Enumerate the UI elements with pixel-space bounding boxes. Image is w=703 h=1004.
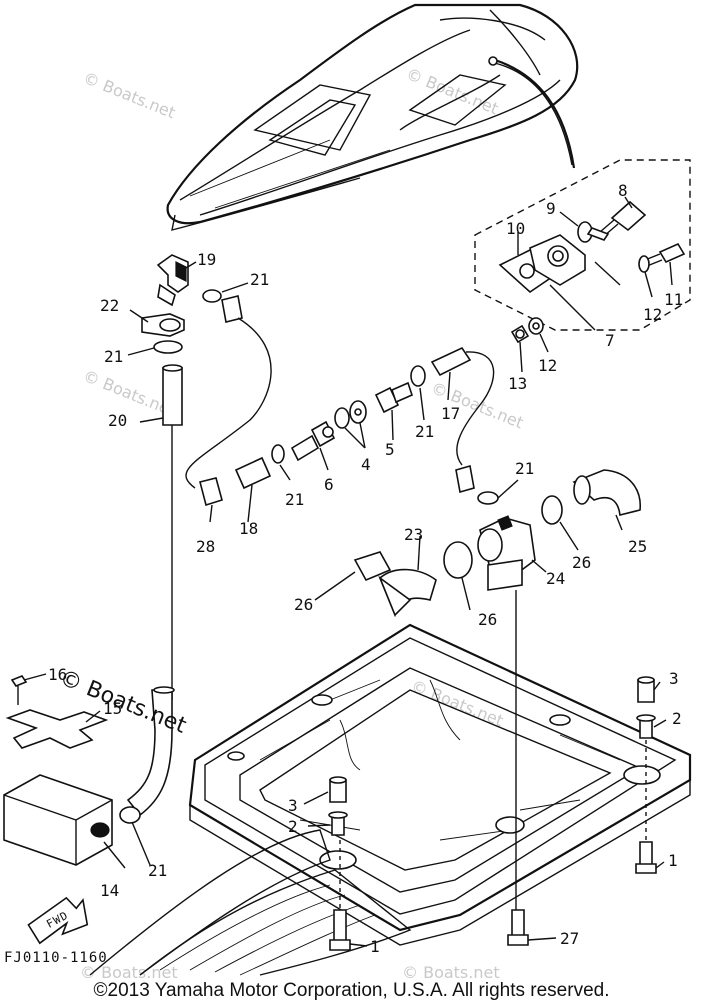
callout-6: 6: [324, 475, 334, 494]
callout-3-left: 3: [288, 796, 298, 815]
callout-26-b: 26: [294, 595, 313, 614]
callout-5: 5: [385, 440, 395, 459]
callout-14: 14: [100, 881, 119, 900]
engine-bed: [188, 623, 692, 946]
callout-18: 18: [239, 519, 258, 538]
watermark-7: © Boats.net: [80, 963, 178, 982]
callout-23: 23: [404, 525, 423, 544]
callout-labels: 8 9 10 11 12 7 12 13 19 21 22 21 20 21 1…: [48, 181, 683, 956]
leader-lines: [23, 196, 673, 947]
bolts: [328, 590, 657, 951]
callout-10: 10: [506, 219, 525, 238]
callout-4: 4: [361, 455, 371, 474]
copyright-footer: ©2013 Yamaha Motor Corporation, U.S.A. A…: [93, 980, 610, 1001]
callout-2-left: 2: [288, 817, 298, 836]
drain-assembly: [474, 159, 691, 344]
callout-13: 13: [508, 374, 527, 393]
watermark-2: © Boats.net: [404, 64, 502, 118]
callout-3-right: 3: [669, 669, 679, 688]
callout-12-lower: 12: [538, 356, 557, 375]
callout-27: 27: [560, 929, 579, 948]
watermark-6: © Boats.net: [402, 963, 500, 982]
callout-21-a: 21: [250, 270, 269, 289]
callout-8: 8: [618, 181, 628, 200]
figure-code: FJ0110-1160: [4, 950, 108, 966]
callout-19: 19: [197, 250, 216, 269]
callout-12-upper: 12: [643, 305, 662, 324]
callout-26-c: 26: [478, 610, 497, 629]
bilge-hose-left: [141, 254, 285, 700]
hull-illustration: [166, 3, 579, 231]
callout-11: 11: [664, 290, 683, 309]
callout-1-right: 1: [668, 851, 678, 870]
callout-2-right: 2: [672, 709, 682, 728]
callout-17: 17: [441, 404, 460, 423]
callout-21-e: 21: [515, 459, 534, 478]
battery-box-assembly: [3, 675, 175, 866]
callout-7: 7: [605, 331, 615, 350]
callout-21-b: 21: [104, 347, 123, 366]
callout-21-c: 21: [415, 422, 434, 441]
callout-21-f: 21: [148, 861, 167, 880]
watermark-1: © Boats.net: [81, 68, 179, 122]
callout-15: 15: [103, 699, 122, 718]
callout-25: 25: [628, 537, 647, 556]
callout-26-a: 26: [572, 553, 591, 572]
callout-21-d: 21: [285, 490, 304, 509]
fwd-arrow: FWD: [27, 896, 89, 945]
callout-9: 9: [546, 199, 556, 218]
callout-16: 16: [48, 665, 67, 684]
center-fittings: [290, 346, 495, 494]
lower-hull: [89, 829, 412, 976]
callout-22: 22: [100, 296, 119, 315]
callout-1-bottom: 1: [370, 937, 380, 956]
callout-20: 20: [108, 411, 127, 430]
watermarks: © Boats.net © Boats.net © Boats.net © Bo…: [80, 64, 526, 982]
callout-24: 24: [546, 569, 565, 588]
right-fittings: [353, 469, 641, 618]
callout-28: 28: [196, 537, 215, 556]
